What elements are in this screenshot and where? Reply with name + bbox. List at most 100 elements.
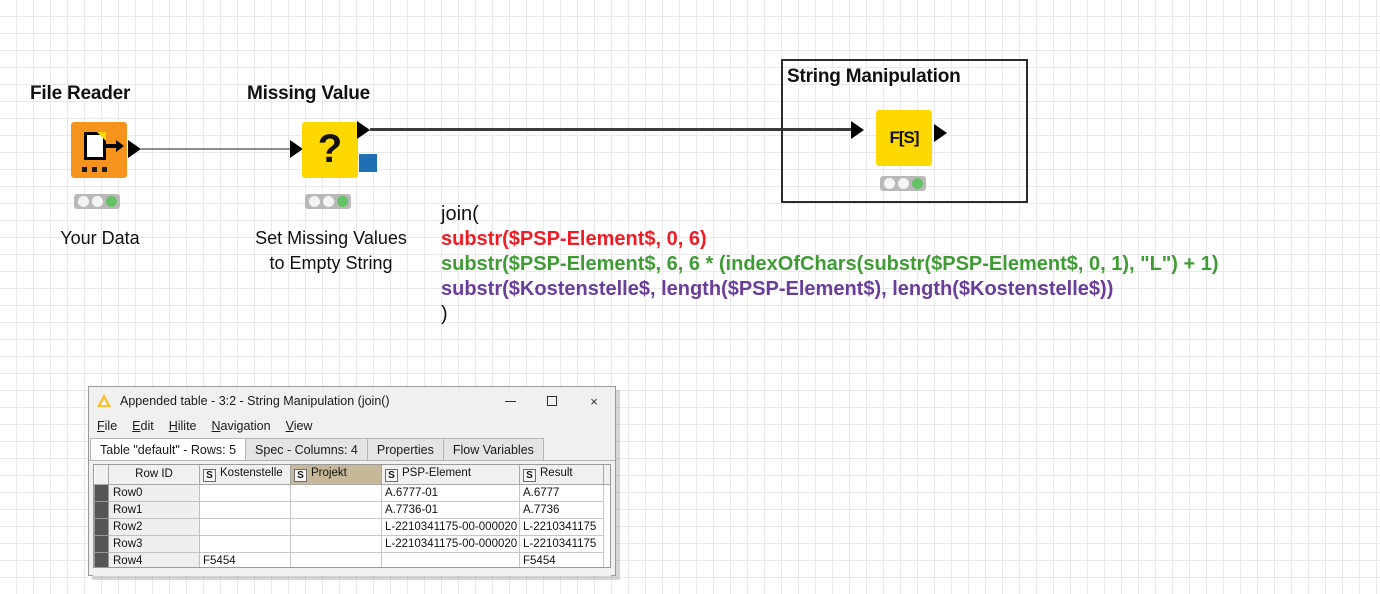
cell-kostenstelle[interactable]: F5454 [199,551,291,567]
row-handle[interactable] [94,517,109,536]
cell-kostenstelle[interactable] [199,534,291,553]
tab-table-default[interactable]: Table "default" - Rows: 5 [90,438,247,460]
fs-function-icon: F[S] [889,128,919,147]
status-led-idle [308,196,320,207]
tab-flow-variables[interactable]: Flow Variables [442,438,544,460]
type-badge-string: S [523,468,536,482]
workflow-annotation-expression: join( substr($PSP-Element$, 0, 6) substr… [441,202,1219,327]
annotation-line-1: substr($PSP-Element$, 0, 6) [441,228,707,250]
cell-kostenstelle[interactable] [199,500,291,519]
corner-cell [94,465,109,485]
cell-psp-element[interactable]: A.7736-01 [381,500,520,519]
column-header-psp-element[interactable]: S PSP-Element [381,465,520,485]
node-file-reader[interactable] [71,122,127,178]
cell-psp-element[interactable]: A.6777-01 [381,483,520,502]
cell-projekt[interactable] [290,534,382,553]
node-title-string-manipulation: String Manipulation [787,66,961,87]
window-titlebar[interactable]: Appended table - 3:2 - String Manipulati… [89,387,615,415]
column-header-label: Projekt [311,466,347,479]
knime-warning-triangle-icon [96,393,114,409]
data-table: Row ID S Kostenstelle S Projekt S PSP-Eleme… [94,465,610,567]
port-in-string-manipulation[interactable] [851,121,864,139]
table-row[interactable]: Row4 F5454 F5454 [94,551,610,567]
table-row[interactable]: Row3 L-2210341175-00-000020 L-2210341175 [94,534,610,553]
export-arrow-icon [103,140,124,152]
node-sublabel-missing-value: Set Missing Values to Empty String [255,228,407,273]
status-led-executed [336,196,348,207]
row-handle[interactable] [94,551,109,567]
row-handle[interactable] [94,534,109,553]
status-led-executed [911,178,923,189]
question-mark-icon: ? [317,127,343,171]
annotation-line-0: join( [441,203,479,225]
cell-row-id: Row0 [108,483,200,502]
config-dots-icon [82,167,107,172]
column-header-label: PSP-Element [402,466,472,479]
node-title-file-reader: File Reader [30,83,131,104]
node-status-file-reader [74,194,120,209]
type-badge-string: S [294,468,307,482]
status-led-idle [883,178,895,189]
menu-item-file[interactable]: File [97,419,118,433]
annotation-line-4: ) [441,303,448,325]
cell-result[interactable]: L-2210341175 [519,534,604,553]
minimize-button[interactable] [489,388,531,415]
column-header-projekt[interactable]: S Projekt [290,465,382,485]
row-handle[interactable] [94,483,109,502]
status-led-executed [105,196,117,207]
cell-filler [603,535,610,552]
row-handle[interactable] [94,500,109,519]
status-led-configured [91,196,103,207]
port-out-string-manipulation[interactable] [934,124,947,142]
menu-item-edit[interactable]: Edit [132,419,154,433]
node-string-manipulation[interactable]: F[S] [876,110,932,166]
menu-item-navigation[interactable]: Navigation [211,419,271,433]
port-out-file-reader[interactable] [128,140,141,158]
port-in-missing-value[interactable] [290,140,303,158]
table-header-row: Row ID S Kostenstelle S Projekt S PSP-Eleme… [94,465,610,485]
close-button[interactable]: × [590,393,598,409]
data-table-viewport[interactable]: Row ID S Kostenstelle S Projekt S PSP-Eleme… [93,464,611,568]
cell-result[interactable]: A.7736 [519,500,604,519]
cell-projekt[interactable] [290,500,382,519]
column-header-filler [603,465,610,485]
cell-kostenstelle[interactable] [199,517,291,536]
window-statusbar [93,568,611,576]
table-row[interactable]: Row0 A.6777-01 A.6777 [94,483,610,502]
cell-kostenstelle[interactable] [199,483,291,502]
window-tabstrip: Table "default" - Rows: 5 Spec - Columns… [89,437,615,461]
cell-psp-element[interactable] [381,551,520,567]
window-menubar: File Edit Hilite Navigation View [89,415,615,437]
menu-item-hilite[interactable]: Hilite [168,419,197,433]
table-row[interactable]: Row1 A.7736-01 A.7736 [94,500,610,519]
cell-psp-element[interactable]: L-2210341175-00-000020 [381,517,520,536]
appended-table-window: Appended table - 3:2 - String Manipulati… [88,386,616,576]
cell-result[interactable]: A.6777 [519,483,604,502]
port-out-missing-value[interactable] [357,121,370,139]
cell-projekt[interactable] [290,551,382,567]
cell-filler [603,552,610,567]
table-row[interactable]: Row2 L-2210341175-00-000020 L-2210341175 [94,517,610,536]
tab-spec-columns[interactable]: Spec - Columns: 4 [245,438,368,460]
cell-projekt[interactable] [290,517,382,536]
cell-psp-element[interactable]: L-2210341175-00-000020 [381,534,520,553]
maximize-button[interactable] [531,388,573,415]
type-badge-string: S [385,468,398,482]
column-header-row-id[interactable]: Row ID [108,465,200,485]
tab-properties[interactable]: Properties [366,438,444,460]
node-sublabel-file-reader: Your Data [60,228,140,248]
type-badge-string: S [203,468,216,482]
column-header-label: Kostenstelle [220,466,283,479]
string-manipulation-group-frame [781,59,1028,203]
node-missing-value[interactable]: ? [302,122,358,178]
column-header-kostenstelle[interactable]: S Kostenstelle [199,465,291,485]
cell-result[interactable]: F5454 [519,551,604,567]
cell-filler [603,518,610,535]
cell-result[interactable]: L-2210341175 [519,517,604,536]
cell-projekt[interactable] [290,483,382,502]
cell-row-id: Row4 [108,551,200,567]
menu-item-view[interactable]: View [285,419,313,433]
flow-variable-port-missing-value[interactable] [359,154,377,172]
